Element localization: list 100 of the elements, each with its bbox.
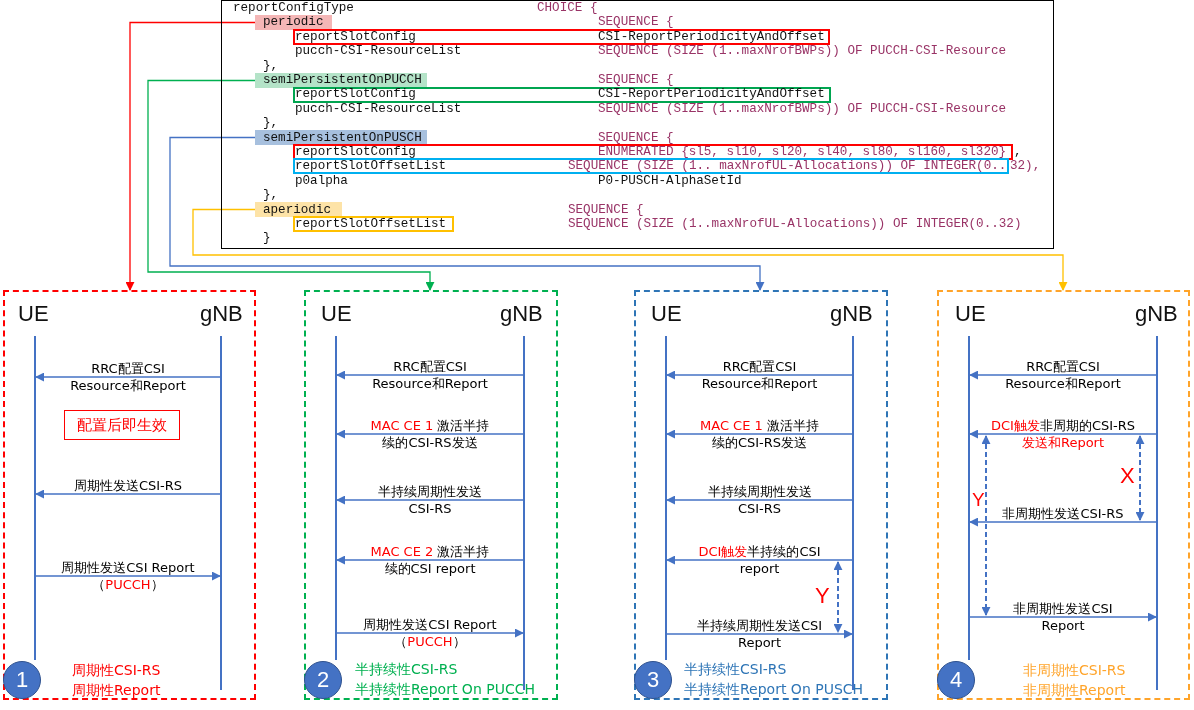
message-label: RRC配置CSI Resource和Report	[371, 358, 489, 392]
code-text: reportSlotOffsetList	[295, 159, 447, 174]
message-arrow	[666, 429, 853, 439]
code-box	[221, 0, 1054, 249]
code-text: 32),	[1010, 159, 1041, 174]
scenario-panel	[937, 290, 1190, 700]
lifeline	[523, 336, 525, 690]
message-arrow	[666, 555, 853, 565]
message-arrow	[336, 555, 524, 565]
lifeline	[1156, 336, 1158, 690]
message-arrow	[35, 571, 221, 581]
message-label: 半持续周期性发送CSI Report	[695, 617, 824, 651]
code-text: CSI-ReportPeriodicityAndOffset	[598, 29, 825, 45]
panel-caption: 半持续性Report On PUCCH	[355, 680, 535, 699]
field-name: semiPersistentOnPUSCH	[263, 130, 422, 145]
message-arrow	[666, 370, 853, 380]
message-arrow	[35, 372, 221, 382]
message-label: MAC CE 2 激活半持续的CSI report	[369, 543, 491, 577]
message-label: DCI触发半持续的CSI report	[697, 543, 822, 577]
message-label: MAC CE 1 激活半持续的CSI-RS发送	[699, 417, 820, 451]
code-text: SEQUENCE {	[598, 130, 674, 145]
field-outline	[293, 87, 831, 103]
code-text: pucch-CSI-ResourceList	[295, 101, 462, 117]
field-outline	[293, 29, 830, 45]
note-box	[64, 410, 180, 440]
message-label: RRC配置CSI Resource和Report	[69, 360, 187, 394]
interval-label: X	[1120, 465, 1135, 487]
panel-caption: 半持续性CSI-RS	[684, 660, 787, 679]
step-badge	[3, 661, 41, 699]
lifeline	[335, 336, 337, 660]
lifeline-title: UE	[18, 303, 49, 325]
code-text: SEQUENCE {	[598, 73, 674, 88]
message-arrow	[35, 489, 221, 499]
lifeline-title: gNB	[500, 303, 543, 325]
message-label: 非周期性发送CSI Report	[1012, 600, 1114, 634]
interval-label: Y	[972, 490, 985, 509]
message-arrow	[969, 517, 1157, 527]
message-arrow	[336, 429, 524, 439]
connector-arrow	[125, 21, 256, 291]
step-number: 2	[316, 667, 330, 693]
message-arrow	[666, 495, 853, 505]
message-label: 周期性发送CSI Report（PUCCH）	[60, 559, 196, 593]
message-label: 非周期性发送CSI-RS	[1001, 505, 1125, 522]
code-text: ,	[1014, 145, 1022, 160]
step-number: 4	[949, 667, 963, 693]
code-text: SEQUENCE {	[598, 15, 674, 30]
panel-caption: 周期性Report	[72, 681, 161, 700]
step-number: 3	[646, 667, 660, 693]
code-text: reportSlotConfig	[295, 145, 416, 160]
message-arrow	[336, 495, 524, 505]
code-text: SEQUENCE {	[568, 202, 644, 217]
message-label: DCI触发非周期的CSI-RS发送和Report	[989, 417, 1137, 451]
step-badge	[304, 661, 342, 699]
panel-caption: 周期性CSI-RS	[72, 661, 161, 680]
field-name: aperiodic	[263, 202, 332, 217]
lifeline	[852, 336, 854, 690]
message-arrow	[969, 429, 1157, 439]
message-arrow	[666, 629, 853, 639]
highlighted-field	[255, 15, 332, 30]
code-text: },	[263, 58, 279, 73]
code-text: reportSlotOffsetList	[295, 217, 447, 232]
panel-caption: 半持续性CSI-RS	[355, 660, 458, 679]
connector-arrow	[147, 79, 435, 291]
lifeline-title: UE	[955, 303, 986, 325]
message-label: 周期性发送CSI Report（PUCCH）	[362, 616, 498, 650]
code-text: reportSlotConfig	[295, 87, 416, 102]
panel-caption: 非周期性Report	[1023, 681, 1126, 700]
code-text: SEQUENCE (SIZE (1..maxNrofBWPs)) OF PUCCH-CSI-Resource	[598, 44, 1007, 59]
message-arrow	[336, 370, 524, 380]
scenario-panel	[3, 290, 256, 700]
panel-caption: 非周期性CSI-RS	[1023, 661, 1126, 680]
field-name: periodic	[263, 15, 324, 30]
code-text: ENUMERATED {sl5, sl10, sl20, sl40, sl80, sl160, sl320}	[598, 145, 1007, 160]
field-outline	[293, 158, 1009, 174]
scenario-panel	[634, 290, 888, 700]
code-text: CHOICE {	[537, 1, 598, 16]
code-text: },	[263, 188, 279, 203]
note-text: 配置后即生效	[77, 415, 167, 435]
lifeline	[968, 336, 970, 660]
lifeline	[665, 336, 667, 660]
lifeline	[34, 336, 36, 660]
lifeline-title: gNB	[830, 303, 873, 325]
code-text: SEQUENCE (SIZE (1.. maxNrofUL-Allocations)) OF INTEGER(0..	[568, 159, 1007, 174]
code-text: },	[263, 116, 279, 131]
code-text: SEQUENCE (SIZE (1..maxNrofBWPs)) OF PUCCH-CSI-Resource	[598, 101, 1007, 117]
code-text: reportSlotConfig	[295, 29, 416, 45]
field-name: semiPersistentOnPUCCH	[263, 73, 422, 88]
step-number: 1	[15, 667, 29, 693]
interval-label: Y	[815, 585, 830, 607]
lifeline-title: UE	[651, 303, 682, 325]
message-label: MAC CE 1 激活半持续的CSI-RS发送	[369, 417, 491, 451]
step-badge	[937, 661, 975, 699]
code-text: P0-PUSCH-AlphaSetId	[598, 173, 742, 189]
connector-arrow	[192, 208, 1068, 291]
message-arrow	[336, 628, 524, 638]
panel-caption: 半持续性Report On PUSCH	[684, 680, 864, 699]
connector-arrow	[169, 136, 765, 291]
field-outline	[293, 144, 1013, 160]
step-badge	[634, 661, 672, 699]
message-label: RRC配置CSI Resource和Report	[1004, 358, 1122, 392]
